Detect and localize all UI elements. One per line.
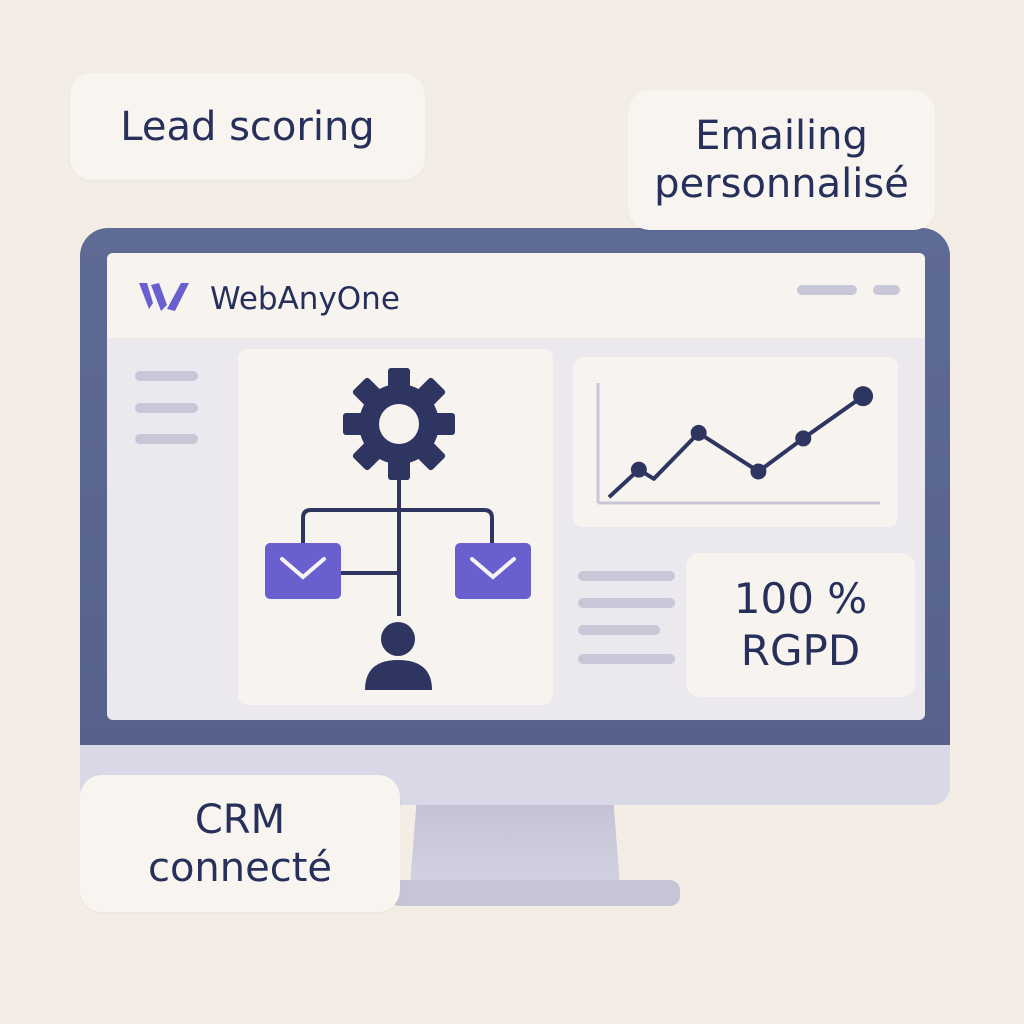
- webanyone-logo-icon: [139, 283, 189, 311]
- user-icon: [365, 622, 432, 690]
- rgpd-percent: 100 %: [733, 573, 868, 623]
- tag-crm: CRM connecté: [80, 775, 400, 912]
- workflow-diagram: [265, 368, 531, 690]
- tag-lead-scoring: Lead scoring: [70, 73, 425, 180]
- app-header: WebAnyOne: [107, 253, 925, 338]
- tag-label: connecté: [147, 844, 333, 891]
- header-pill-small[interactable]: [873, 285, 900, 295]
- text-line: [578, 625, 660, 635]
- rgpd-badge: 100 % RGPD: [686, 553, 915, 697]
- sidebar-item[interactable]: [135, 403, 198, 413]
- data-point: [853, 386, 874, 407]
- tag-label: CRM: [194, 796, 286, 843]
- data-point: [750, 463, 767, 480]
- header-pill[interactable]: [797, 285, 857, 295]
- chart-panel: [573, 357, 898, 527]
- envelope-icon: [265, 543, 341, 599]
- workflow-panel: [238, 349, 553, 705]
- data-point: [630, 461, 647, 478]
- sidebar-item[interactable]: [135, 434, 198, 444]
- text-line: [578, 598, 675, 608]
- app-screen: WebAnyOne: [107, 253, 925, 720]
- data-point: [795, 430, 812, 447]
- monitor-stand-base: [390, 880, 680, 906]
- brand-name: WebAnyOne: [210, 281, 400, 317]
- tag-label: personnalisé: [654, 161, 909, 207]
- sidebar-item[interactable]: [135, 371, 198, 381]
- tag-label: Emailing: [695, 113, 868, 159]
- monitor-stand-neck: [410, 805, 620, 885]
- series-line: [607, 394, 865, 499]
- line-chart: [596, 383, 880, 505]
- rgpd-label: RGPD: [740, 626, 861, 675]
- gear-icon: [343, 368, 455, 480]
- envelope-icon: [455, 543, 531, 599]
- tag-label: Lead scoring: [120, 103, 375, 150]
- text-line: [578, 654, 675, 664]
- tag-emailing: Emailing personnalisé: [628, 90, 935, 230]
- data-point: [690, 424, 707, 441]
- text-line: [578, 571, 675, 581]
